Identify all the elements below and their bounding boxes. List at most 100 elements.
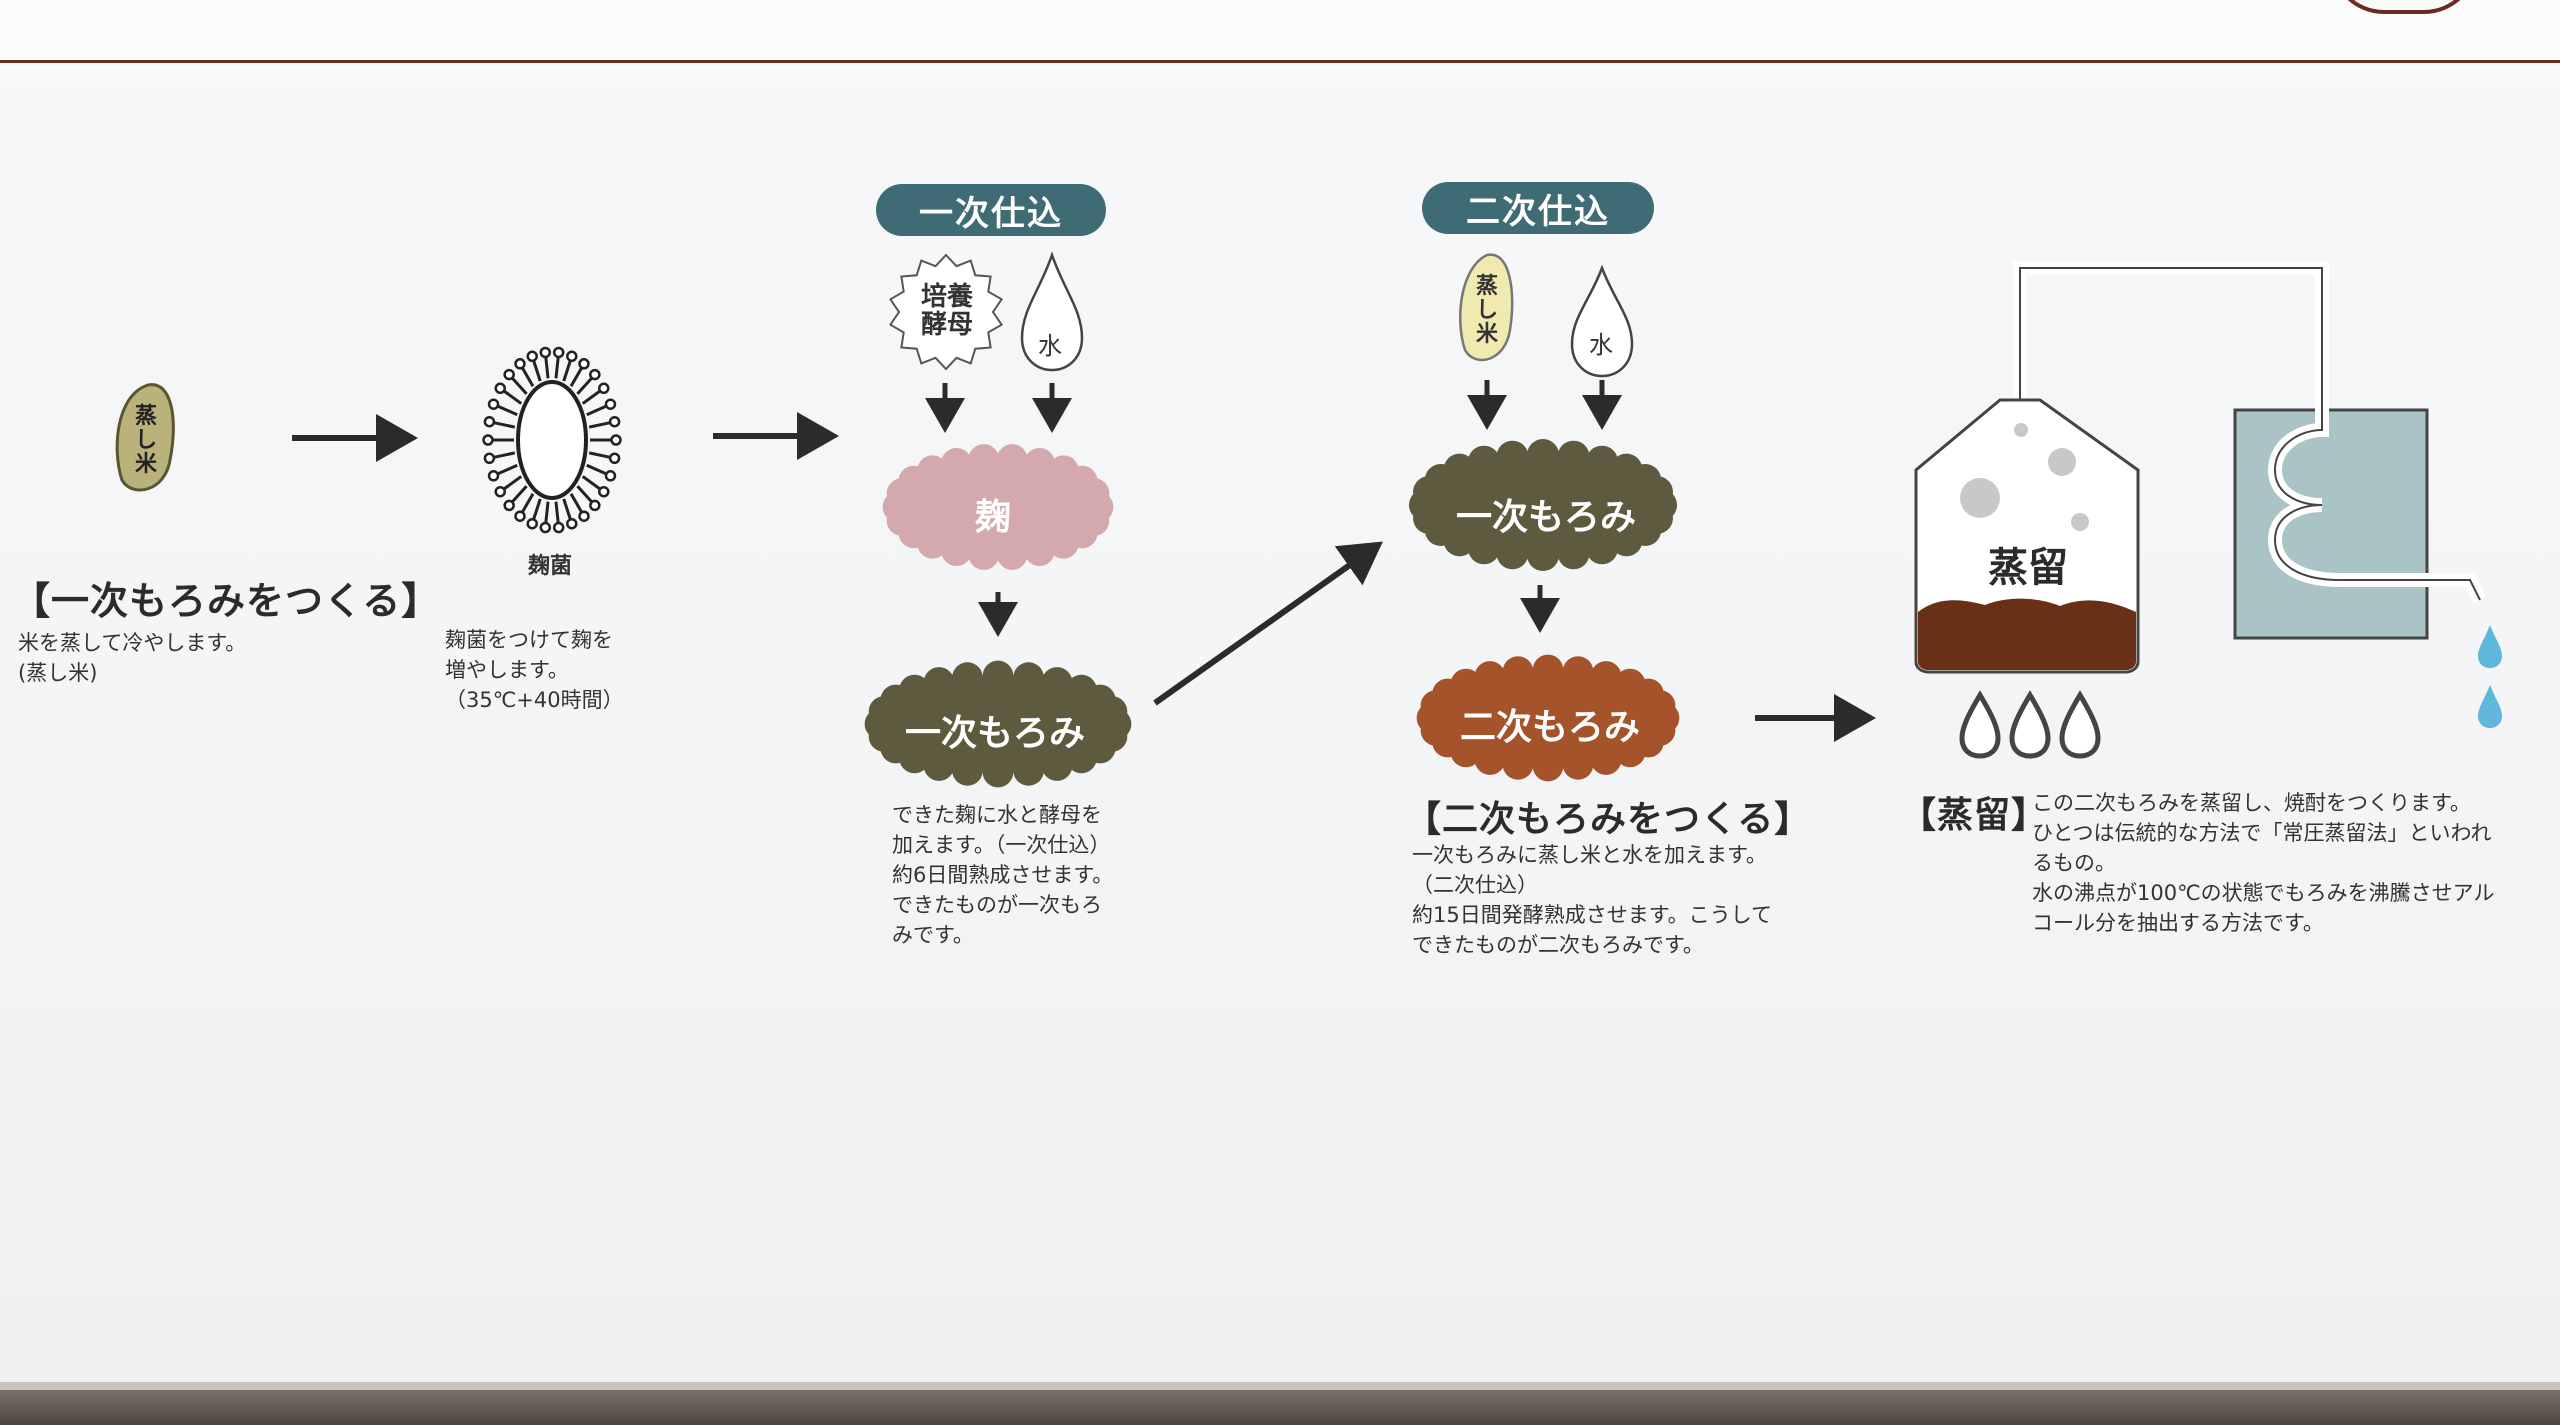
moromi1-cloud <box>864 660 1132 788</box>
koji-spore <box>598 485 610 498</box>
yeast-label: 培養 酵母 <box>920 282 973 340</box>
rice-label-2: 蒸し米 <box>1475 274 1498 347</box>
koji-ray <box>496 404 518 417</box>
cloud-body <box>1432 670 1664 766</box>
koji-ray <box>532 498 542 521</box>
moromi2-cloud <box>1416 654 1680 782</box>
koji-ray <box>492 421 516 429</box>
koji-ray <box>520 366 535 388</box>
koji-ray <box>544 501 550 524</box>
koji-spore <box>604 470 617 482</box>
koji-ray <box>569 492 584 514</box>
koji-spore <box>526 517 538 530</box>
koji-spore <box>539 346 552 359</box>
koji-spore <box>589 368 601 381</box>
koji-ray <box>569 366 584 388</box>
process-diagram <box>115 251 2502 788</box>
koji-spore <box>552 346 565 359</box>
stage1-pill: 一次仕込 <box>876 184 1106 236</box>
water-label-2: 水 <box>1589 331 1613 359</box>
shochu-drops-icon <box>2478 625 2502 728</box>
water-drop-icon-2 <box>1570 264 1634 378</box>
koji-ray <box>502 475 523 491</box>
moromi1-cloud-label-2: 一次もろみ <box>1456 497 1637 538</box>
koji-spore <box>494 485 506 498</box>
top-band <box>0 0 2560 63</box>
stage2-body: 一次もろみに蒸し米と水を加えます。 （二次仕込） 約15日間発酵熟成させます。こ… <box>1412 843 1772 957</box>
koji-spore <box>566 517 578 530</box>
steamed-rice-icon-2 <box>1459 253 1514 362</box>
bezel-trim <box>0 1382 2560 1392</box>
bezel-bottom <box>0 1390 2560 1425</box>
koji-spore <box>598 382 610 395</box>
cloud-body <box>1425 455 1661 555</box>
koji-ray <box>581 389 602 405</box>
yeast-badge-icon <box>888 253 1004 371</box>
koji-mold-icon <box>482 346 622 534</box>
burner-flames-icon <box>1959 690 2101 759</box>
koji-spore <box>578 510 590 522</box>
koji-spore <box>589 499 601 512</box>
stage2-pill: 二次仕込 <box>1422 182 1654 234</box>
arrow-stage1-to-stage2 <box>1153 541 1383 706</box>
koji-spore <box>604 398 617 410</box>
koji-ray <box>562 359 572 382</box>
section1-heading: 【一次もろみをつくる】 <box>12 579 441 623</box>
koji-ray <box>496 463 518 476</box>
cloud-body <box>880 676 1116 772</box>
koji-ray <box>581 475 602 491</box>
moromi1-cloud-label: 一次もろみ <box>905 713 1086 754</box>
koji-ray <box>586 463 608 476</box>
koji-spore <box>514 358 526 370</box>
koji-spore <box>608 452 621 465</box>
koji-ray <box>562 498 572 521</box>
koji-ray <box>576 376 594 395</box>
koji-spore <box>578 358 590 370</box>
koji-spore <box>526 350 538 363</box>
koji-spore <box>494 382 506 395</box>
koji-ray <box>554 501 560 524</box>
condenser-box <box>2233 408 2429 640</box>
koji-spore <box>487 470 500 482</box>
koji-spore <box>482 434 494 446</box>
koji-spore <box>483 415 496 428</box>
cloud-body <box>898 459 1098 555</box>
koji-label: 麹菌 <box>528 554 573 579</box>
koji-spore <box>610 434 622 446</box>
display-screen: 蒸し米 【一次もろみをつくる】 米を蒸して冷やします。 (蒸し米) 麹菌 麹菌を… <box>0 0 2560 1390</box>
moromi2-cloud-label: 二次もろみ <box>1460 707 1641 748</box>
koji-ray <box>502 389 523 405</box>
distillation-apparatus <box>1914 261 2502 759</box>
koji-ray <box>510 376 528 395</box>
steamed-rice-icon <box>115 383 175 492</box>
koji-ray <box>520 492 535 514</box>
stage1-body: できた麹に水と酵母を 加えます。（一次仕込） 約6日間熟成させます。 できたもの… <box>892 803 1114 947</box>
koji-ray <box>532 359 542 382</box>
moromi1-cloud-stage2 <box>1409 439 1677 571</box>
stage2-heading: 【二次もろみをつくる】 <box>1405 799 1812 840</box>
water-label-1: 水 <box>1038 332 1062 360</box>
koji-ray <box>510 485 528 504</box>
koji-ray <box>586 404 608 417</box>
koji-spore <box>608 415 621 428</box>
koji-spore <box>487 398 500 410</box>
section1-body: 米を蒸して冷やします。 (蒸し米) <box>18 631 247 685</box>
koji-spore <box>552 521 565 534</box>
koji-cloud-label: 麹 <box>975 497 1012 538</box>
koji-body: 麹菌をつけて麹を 増やします。 （35℃+40時間） <box>445 628 624 712</box>
koji-spore <box>503 499 515 512</box>
koji-ray <box>544 356 550 379</box>
koji-spore <box>539 521 552 534</box>
rice-grain-label: 蒸し米 <box>134 404 157 477</box>
koji-spore <box>503 368 515 381</box>
still-tank-label: 蒸留 <box>1988 545 2068 591</box>
koji-spore <box>483 452 496 465</box>
koji-ray <box>588 451 612 459</box>
koji-ray <box>588 421 612 429</box>
moromi-in-tank <box>1918 598 2136 670</box>
water-drop-icon <box>1020 251 1084 372</box>
distill-body: この二次もろみを蒸留し、焼酎をつくります。 ひとつは伝統的な方法で「常圧蒸留法」… <box>2032 791 2495 935</box>
koji-ray <box>492 451 516 459</box>
koji-spore <box>514 510 526 522</box>
distill-heading: 【蒸留】 <box>1900 795 2049 836</box>
